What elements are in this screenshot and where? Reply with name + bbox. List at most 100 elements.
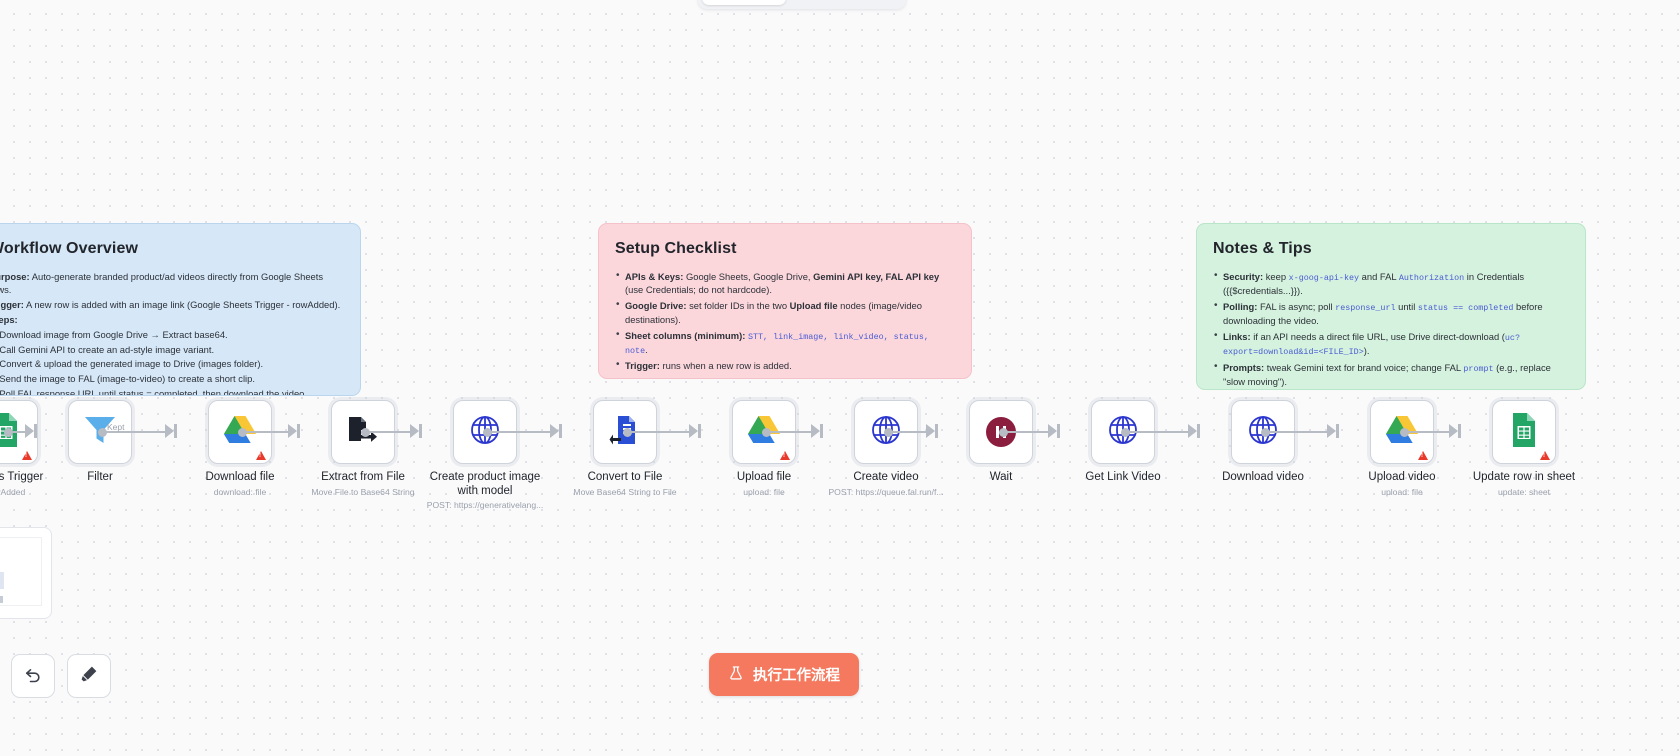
- node-connector[interactable]: [630, 431, 691, 433]
- tip-mono: response_url: [1335, 302, 1396, 313]
- node-output-handle[interactable]: [238, 427, 247, 437]
- connector-arrow-icon: [1327, 424, 1336, 438]
- setup-item-tail: (use Credentials; do not hardcode).: [625, 284, 772, 296]
- node-input-handle[interactable]: [1336, 424, 1339, 438]
- list-item: Security: keep x-goog-api-key and FAL Au…: [1213, 269, 1569, 298]
- node-input-handle[interactable]: [174, 424, 177, 438]
- flask-icon: [728, 665, 744, 685]
- node-connector[interactable]: [1006, 431, 1050, 433]
- setup-item-lead: APIs & Keys:: [625, 270, 684, 282]
- node-warning-icon: [1540, 451, 1550, 460]
- node-input-handle[interactable]: [820, 424, 823, 438]
- sticky-note-setup-checklist[interactable]: Setup Checklist APIs & Keys: Google Shee…: [598, 223, 972, 379]
- node-connector[interactable]: [368, 431, 412, 433]
- node-connector[interactable]: [105, 431, 167, 433]
- node-output-handle[interactable]: [884, 427, 893, 437]
- sticky-note-notes-tips[interactable]: Notes & Tips Security: keep x-goog-api-k…: [1196, 223, 1586, 390]
- node-connector[interactable]: [490, 431, 552, 433]
- workflow-node-get-link-video[interactable]: Get Link Video: [1063, 400, 1183, 485]
- tip-text: in Credentials ({{$credentials...}}).: [1223, 270, 1525, 296]
- tip-text: until: [1395, 300, 1418, 312]
- node-preview-card[interactable]: [0, 527, 52, 619]
- workflow-node-filter[interactable]: Filter: [40, 400, 160, 485]
- node-connector[interactable]: [11, 431, 27, 433]
- node-connector[interactable]: [1407, 431, 1451, 433]
- setup-item-lead: Sheet columns (minimum):: [625, 329, 746, 341]
- tip-text: and FAL: [1359, 270, 1399, 282]
- node-input-handle[interactable]: [297, 424, 300, 438]
- preview-bar: [0, 572, 4, 589]
- setup-item-bold: Upload file: [789, 300, 838, 312]
- node-input-handle[interactable]: [34, 424, 37, 438]
- tip-text: if an API needs a direct file URL, use D…: [1250, 330, 1505, 342]
- node-connector[interactable]: [1128, 431, 1190, 433]
- node-label: Extract from File: [321, 471, 405, 483]
- node-connector[interactable]: [1268, 431, 1329, 433]
- node-input-handle[interactable]: [559, 424, 562, 438]
- node-subtitle: POST: https://queue.fal.run/f...: [828, 486, 944, 497]
- undo-button[interactable]: [11, 654, 55, 698]
- connector-arrow-icon: [689, 424, 698, 438]
- node-label: Filter: [87, 471, 113, 483]
- list-item: Trigger: runs when a new row is added.: [615, 358, 955, 373]
- node-output-handle[interactable]: [762, 427, 771, 437]
- workflow-node-download-video[interactable]: Download video: [1203, 400, 1323, 485]
- node-warning-icon: [780, 451, 790, 460]
- tip-mono: Authorization: [1398, 272, 1465, 283]
- node-input-handle[interactable]: [698, 424, 701, 438]
- node-output-handle[interactable]: [1121, 427, 1130, 437]
- node-input-handle[interactable]: [935, 424, 938, 438]
- node-output-handle[interactable]: [623, 427, 632, 437]
- node-input-handle[interactable]: [419, 424, 422, 438]
- node-output-handle[interactable]: [4, 427, 13, 437]
- node-connector[interactable]: [769, 431, 813, 433]
- highlighter-button[interactable]: [67, 654, 111, 698]
- tip-text: before downloading the video.: [1223, 300, 1543, 327]
- tab-executions[interactable]: 执行: [786, 0, 844, 5]
- overview-trigger: Trigger: A new row is added with an imag…: [0, 298, 344, 312]
- node-output-handle[interactable]: [1261, 427, 1270, 437]
- connector-arrow-icon: [25, 424, 34, 438]
- workflow-node-sheets-trigger[interactable]: Sheets TriggerrowAdded: [0, 400, 66, 497]
- node-icon-box[interactable]: [0, 400, 38, 464]
- tab-evaluations[interactable]: 评估: [844, 0, 902, 5]
- node-output-handle[interactable]: [483, 427, 492, 437]
- node-output-handle[interactable]: [98, 427, 107, 437]
- node-input-handle[interactable]: [1197, 424, 1200, 438]
- node-connector[interactable]: [891, 431, 928, 433]
- setup-item-text: Google Sheets, Google Drive,: [683, 270, 814, 282]
- view-mode-tabs: 编辑画布 执行 评估: [698, 0, 907, 9]
- setup-item-text: set folder IDs in the two: [686, 300, 790, 312]
- node-subtitle: download: file: [213, 486, 267, 497]
- run-workflow-label: 执行工作流程: [753, 668, 840, 684]
- sticky-note-workflow-overview[interactable]: Workflow Overview Purpose: Auto-generate…: [0, 223, 361, 396]
- node-input-handle[interactable]: [1458, 424, 1461, 438]
- node-label: Download video: [1222, 471, 1304, 483]
- tab-edit-canvas[interactable]: 编辑画布: [702, 0, 787, 5]
- node-subtitle: Move File to Base64 String: [311, 486, 415, 497]
- tip-text: FAL is async; poll: [1257, 300, 1336, 312]
- node-connector[interactable]: [245, 431, 290, 433]
- run-workflow-button[interactable]: 执行工作流程: [709, 653, 859, 696]
- setup-item-text: add a row with a valid: [675, 376, 770, 378]
- overview-steps-list: 1. Download image from Google Drive → Ex…: [0, 328, 344, 396]
- google-sheets-icon: [1509, 412, 1539, 453]
- list-item: 5. Poll FAL response URL until status = …: [0, 388, 307, 396]
- workflow-node-wait[interactable]: Wait: [941, 400, 1061, 485]
- node-input-handle[interactable]: [1057, 424, 1060, 438]
- overview-trigger-label: Trigger:: [0, 299, 24, 311]
- node-output-handle[interactable]: [999, 427, 1008, 437]
- node-label: Wait: [989, 471, 1013, 483]
- node-output-handle[interactable]: [361, 427, 370, 437]
- node-output-handle[interactable]: [1400, 427, 1409, 437]
- node-icon-box[interactable]: [1492, 400, 1556, 464]
